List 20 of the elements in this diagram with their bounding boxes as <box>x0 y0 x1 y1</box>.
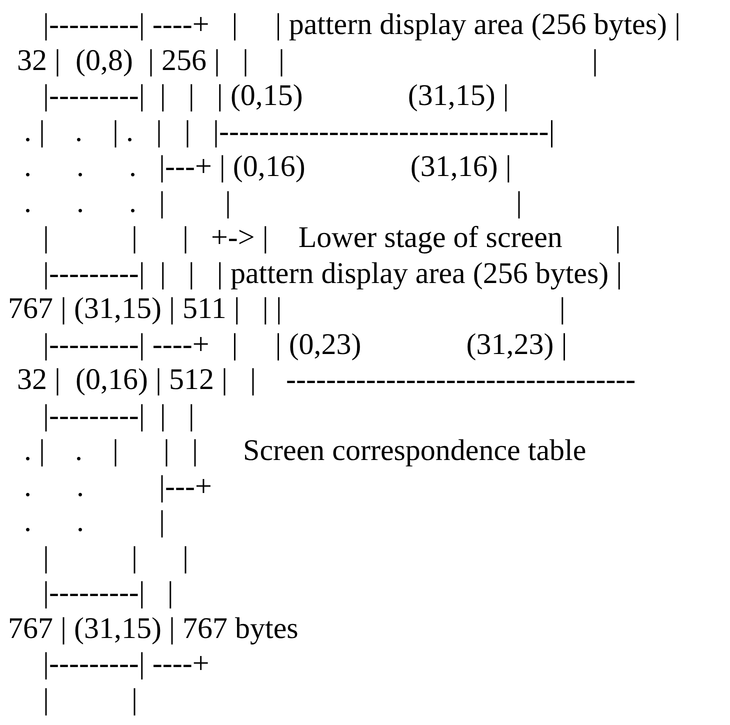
text-line: | | | +-> | Lower stage of screen | <box>43 220 621 256</box>
text-line: |---------| | | | pattern display area (256 bytes) | <box>43 256 622 292</box>
text-line: . | . | . | | |---------------------------------| <box>24 114 555 150</box>
text-line: |---------| | <box>43 575 174 611</box>
text-line: . . . |---+ | (0,16) (31,16) | <box>24 149 512 185</box>
text-line: | | <box>43 682 138 718</box>
text-line: 767 | (31,15) | 511 | | | | <box>8 291 566 327</box>
text-line: 32 | (0,8) | 256 | | | | <box>17 42 598 78</box>
text-line: | | | <box>43 540 189 576</box>
text-line: . | . | | | Screen correspondence table <box>24 433 586 469</box>
text-line: 32 | (0,16) | 512 | | ----------------------------------- <box>17 362 636 398</box>
text-line: |---------| | | <box>43 398 194 434</box>
text-line: . . . | | | <box>24 184 522 220</box>
text-line: |---------| ----+ | | pattern display area (256 bytes) | <box>43 7 681 43</box>
text-line: |---------| ----+ | | (0,23) (31,23) | <box>43 326 568 362</box>
text-line: |---------| | | | (0,15) (31,15) | <box>43 78 509 114</box>
text-line: . . | <box>24 504 166 540</box>
text-line: . . |---+ <box>24 468 212 504</box>
text-line: |---------| ----+ <box>43 646 210 682</box>
text-line: 767 | (31,15) | 767 bytes <box>8 610 298 646</box>
